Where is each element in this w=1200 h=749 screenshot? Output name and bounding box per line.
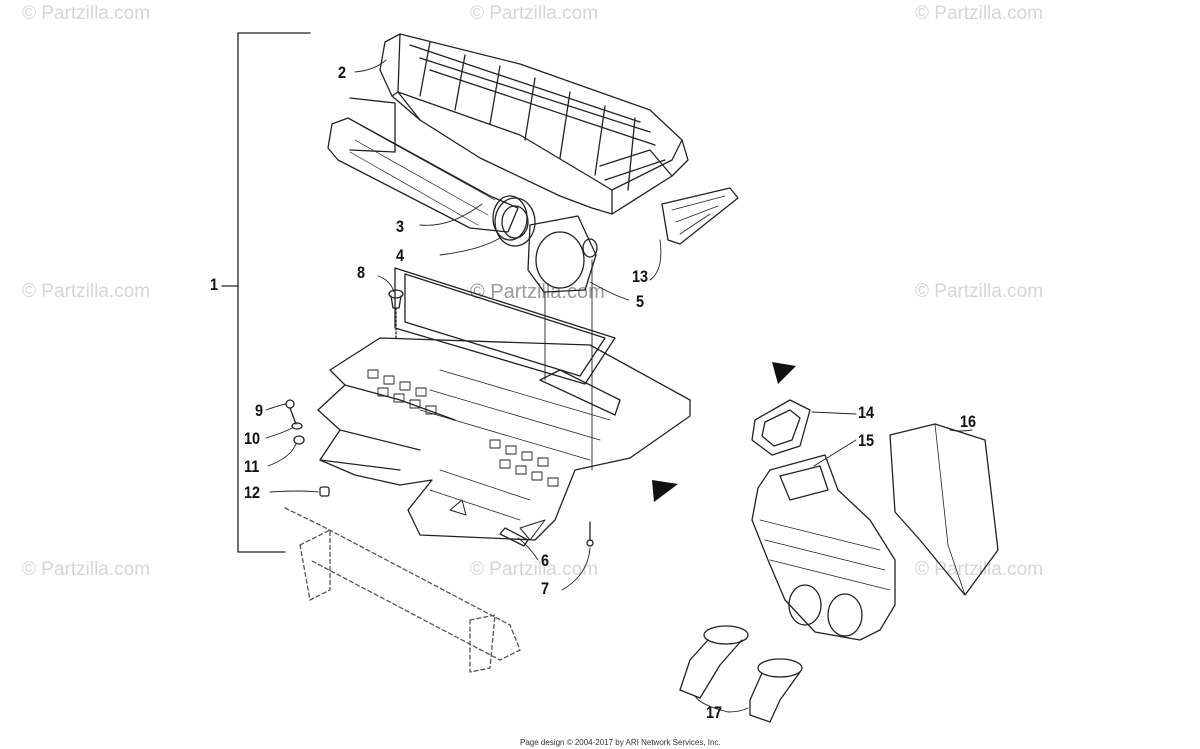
filter-cap-part — [494, 197, 536, 247]
callout-14: 14 — [858, 403, 875, 422]
clip-part — [499, 527, 529, 547]
frame-member — [284, 507, 521, 673]
callout-12: 12 — [244, 483, 261, 502]
direction-arrow — [652, 480, 678, 502]
intake-housing-part — [379, 33, 689, 215]
base-tray-part — [317, 267, 691, 541]
assembly-bracket — [221, 32, 311, 553]
watermark-mid-left: © Partzilla.com — [22, 281, 151, 302]
callout-6: 6 — [541, 551, 550, 570]
filter-element-part — [327, 97, 528, 241]
callout-8: 8 — [357, 263, 366, 282]
grommet-part — [319, 486, 330, 497]
callout-16: 16 — [960, 412, 977, 431]
callout-7: 7 — [541, 579, 550, 598]
callout-9: 9 — [255, 401, 264, 420]
callout-10: 10 — [244, 429, 261, 448]
foam-pad-part — [889, 423, 999, 596]
callout-11: 11 — [244, 457, 260, 476]
intake-boot-part — [679, 625, 803, 723]
airbox-part — [751, 454, 896, 641]
callout-3: 3 — [396, 217, 405, 236]
callout-1: 1 — [210, 275, 219, 294]
callout-2: 2 — [338, 63, 347, 82]
nut-part — [293, 435, 305, 445]
copyright-footer: Page design © 2004-2017 by ARI Network S… — [520, 738, 721, 747]
watermark-bottom-right: © Partzilla.com — [915, 559, 1044, 580]
screen-part — [661, 187, 739, 245]
callout-5: 5 — [636, 292, 645, 311]
screw-part — [285, 399, 297, 425]
watermark-top-center: © Partzilla.com — [470, 3, 599, 24]
watermark-bottom-center: © Partzilla.com — [470, 559, 599, 580]
watermark-top-right: © Partzilla.com — [915, 3, 1044, 24]
gasket-part — [751, 399, 811, 456]
callout-4: 4 — [396, 246, 405, 265]
washer-part — [291, 422, 303, 430]
callout-15: 15 — [858, 431, 875, 450]
callout-13: 13 — [632, 267, 649, 286]
watermark-bottom-left: © Partzilla.com — [22, 559, 151, 580]
watermark-mid-right: © Partzilla.com — [915, 281, 1044, 302]
fastener-part — [586, 521, 594, 547]
intake-duct-part — [527, 215, 598, 293]
direction-arrow — [772, 362, 796, 384]
knob-part — [388, 289, 404, 341]
watermark-top-left: © Partzilla.com — [22, 3, 151, 24]
callout-17: 17 — [706, 703, 723, 722]
watermark-center: © Partzilla.com — [470, 281, 605, 303]
